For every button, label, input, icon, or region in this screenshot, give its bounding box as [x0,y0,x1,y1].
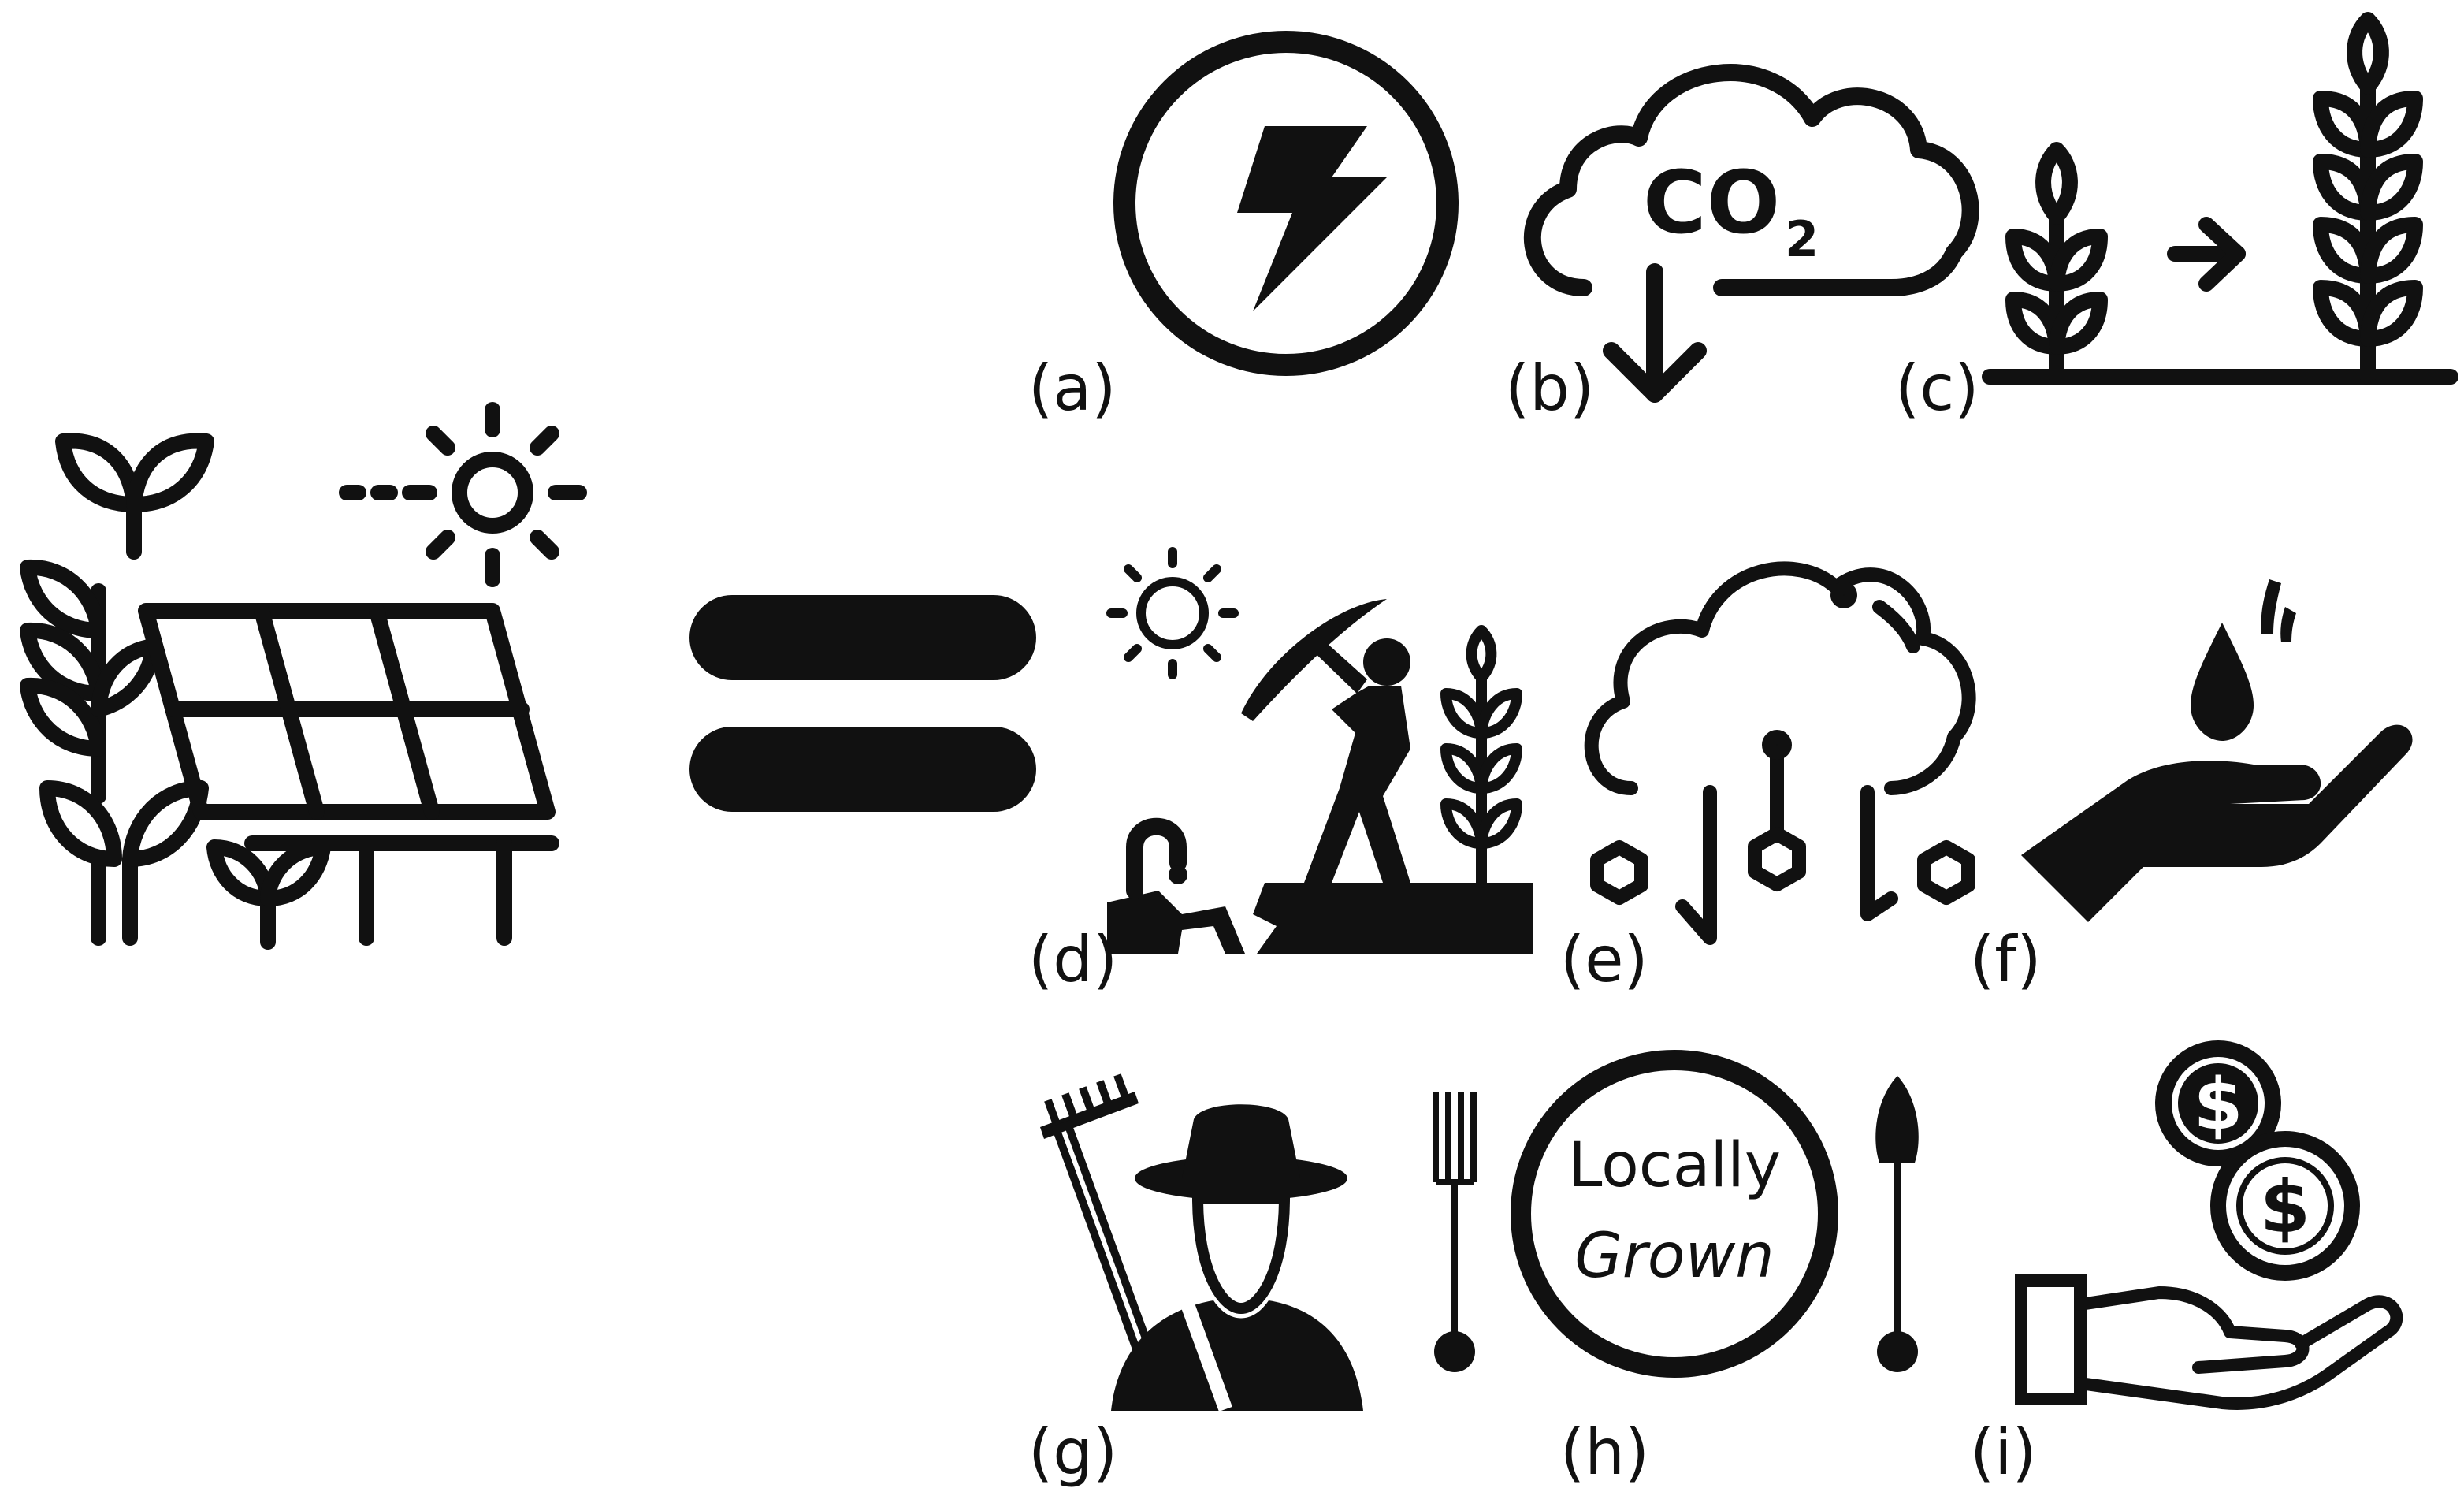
label-e: (e) [1560,923,1648,996]
farmer-with-rake-icon [1040,1073,1363,1412]
label-b: (b) [1505,352,1594,425]
label-h: (h) [1560,1416,1649,1489]
svg-text:$: $ [2260,1165,2310,1249]
label-g: (g) [1028,1416,1117,1489]
panel-labels: (a) (b) (c) (d) (e) (f) (g) (h) (i) [1028,352,2042,1489]
co2-reduction-cloud-icon: CO 2 [1523,64,1979,403]
plate-text-line2: Grown [1574,1221,1774,1292]
crop-growth-icon [1982,12,2458,385]
agrivoltaic-system-icon [20,402,587,950]
cloud-molecule-rain-icon [1584,561,1976,945]
svg-text:$: $ [2194,1063,2243,1146]
label-f: (f) [1970,923,2042,996]
co2-subscript: 2 [1785,210,1819,268]
label-i: (i) [1970,1416,2037,1489]
co2-text: CO [1643,152,1780,253]
energy-bolt-icon [1113,31,1459,376]
label-d: (d) [1028,923,1117,996]
money-in-hand-icon: $ $ [2015,1040,2403,1410]
locally-grown-plate-icon: Locally Grown [1433,1050,1919,1378]
label-a: (a) [1028,352,1116,425]
plate-text-line1: Locally [1568,1130,1781,1201]
water-saving-hand-icon [2021,579,2413,922]
equals-sign-icon [689,595,1036,812]
sun-farmer-irrigation-icon [1106,547,1533,954]
label-c: (c) [1895,352,1979,425]
